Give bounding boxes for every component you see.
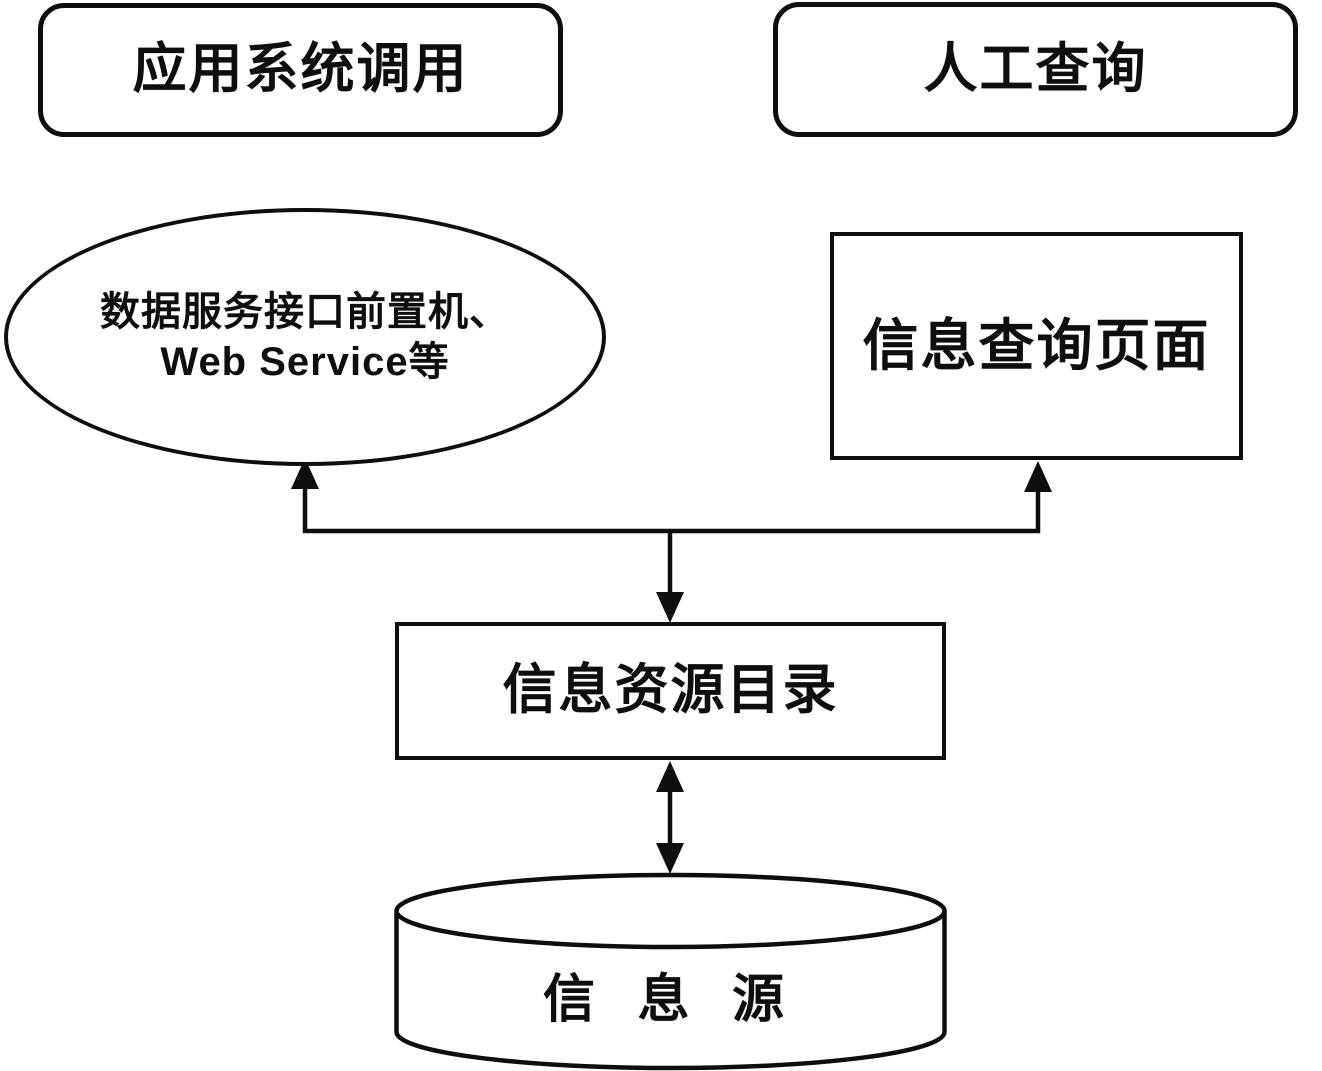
node-data-service-label-line1: 数据服务接口前置机、 (100, 290, 510, 334)
arrowhead-up-to-query-page-icon (1024, 461, 1052, 492)
node-info-resource-catalog: 信息资源目录 (395, 622, 946, 760)
arrowhead-down-to-source-icon (656, 843, 684, 874)
node-data-service-ellipse: 数据服务接口前置机、 Web Service等 (4, 208, 606, 466)
node-manual-query: 人工查询 (773, 2, 1298, 137)
node-manual-query-label: 人工查询 (923, 38, 1148, 99)
arrowhead-down-to-catalog-icon (656, 592, 684, 623)
node-info-query-page: 信息查询页面 (830, 232, 1243, 460)
arrowhead-up-to-catalog-icon (656, 761, 684, 792)
node-app-system-call: 应用系统调用 (38, 3, 563, 137)
node-info-query-page-label: 信息查询页面 (862, 314, 1211, 377)
node-info-resource-catalog-label: 信息资源目录 (502, 660, 839, 721)
node-app-system-call-label: 应用系统调用 (132, 39, 469, 100)
node-data-service-label-line2: Web Service等 (160, 340, 450, 384)
cylinder-top (394, 872, 947, 950)
node-info-source-label: 信 息 源 (543, 970, 798, 1029)
